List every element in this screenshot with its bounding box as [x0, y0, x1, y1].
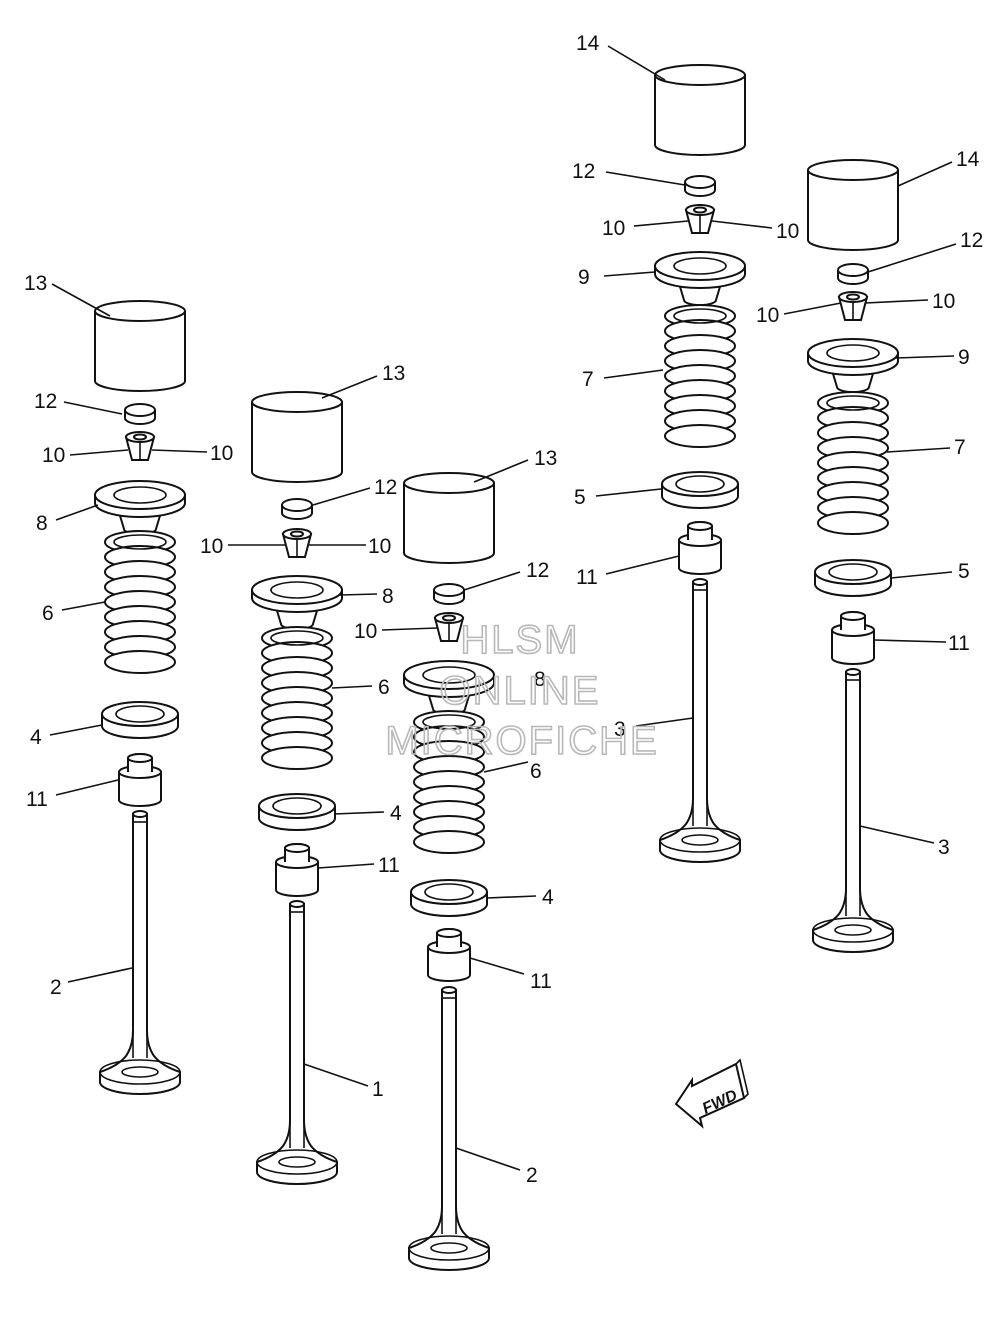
label-10: 10 — [932, 290, 955, 313]
column-1-exploded-view: 13 12 10 10 8 6 4 11 2 — [24, 272, 233, 1095]
spring-seat-4 — [258, 793, 336, 831]
label-8: 8 — [534, 668, 546, 691]
label-9: 9 — [958, 346, 970, 369]
label-11: 11 — [576, 566, 598, 589]
label-2: 2 — [50, 976, 62, 999]
spring-seat-4 — [101, 701, 179, 739]
label-12: 12 — [34, 390, 57, 413]
label-11: 11 — [378, 854, 400, 877]
valve-cotter-10 — [434, 612, 464, 642]
watermark-line-1: HLSM — [460, 618, 579, 662]
label-10: 10 — [210, 442, 233, 465]
oil-seal-11 — [275, 843, 319, 897]
label-5: 5 — [958, 560, 970, 583]
label-9: 9 — [578, 266, 590, 289]
label-5: 5 — [574, 486, 586, 509]
label-11: 11 — [530, 970, 552, 993]
valve-2 — [99, 810, 181, 1095]
label-13: 13 — [382, 362, 405, 385]
label-7: 7 — [582, 368, 594, 391]
label-8: 8 — [36, 512, 48, 535]
label-6: 6 — [530, 760, 542, 783]
label-14: 14 — [576, 32, 600, 55]
label-10: 10 — [354, 620, 377, 643]
label-8: 8 — [382, 585, 394, 608]
label-10: 10 — [776, 220, 799, 243]
label-6: 6 — [42, 602, 54, 625]
tappet-14 — [654, 64, 746, 156]
valve-cotter-10 — [838, 291, 868, 321]
label-10: 10 — [42, 444, 65, 467]
watermark-line-2: ONLINE — [440, 669, 601, 713]
oil-seal-11 — [427, 928, 471, 982]
label-4: 4 — [390, 802, 402, 825]
label-13: 13 — [24, 272, 47, 295]
forward-direction-badge: FWD — [674, 1058, 749, 1129]
valve-spring-6 — [261, 626, 333, 770]
oil-seal-11 — [118, 753, 162, 807]
spring-seat-4 — [410, 879, 488, 917]
valve-spring-7 — [664, 304, 736, 448]
watermark-line-3: MICROFICHE — [385, 719, 658, 763]
oil-seal-11 — [831, 611, 875, 665]
shim-12 — [281, 498, 313, 520]
label-2: 2 — [526, 1164, 538, 1187]
column-2-exploded-view: 13 12 10 10 8 6 4 11 1 — [200, 362, 405, 1185]
valve-2 — [408, 986, 490, 1271]
label-4: 4 — [30, 726, 42, 749]
label-10: 10 — [200, 535, 223, 558]
shim-12 — [124, 403, 156, 425]
label-3: 3 — [938, 836, 950, 859]
label-12: 12 — [572, 160, 595, 183]
label-13: 13 — [534, 447, 557, 470]
valve-spring-7 — [817, 391, 889, 535]
spring-retainer-9 — [807, 338, 899, 393]
column-3-exploded-view: 13 12 10 8 6 4 11 2 — [354, 447, 557, 1271]
label-10: 10 — [368, 535, 391, 558]
label-11: 11 — [26, 788, 48, 811]
label-10: 10 — [756, 304, 779, 327]
label-7: 7 — [954, 436, 966, 459]
column-5-exploded-view: 14 12 10 10 9 7 5 11 3 — [756, 148, 983, 953]
tappet-13 — [403, 472, 495, 564]
label-4: 4 — [542, 886, 554, 909]
valve-spring-6 — [104, 530, 176, 674]
shim-12 — [684, 175, 716, 197]
spring-retainer-9 — [654, 251, 746, 306]
valve-cotter-10 — [282, 528, 312, 558]
label-14: 14 — [956, 148, 980, 171]
spring-retainer-8 — [251, 575, 343, 630]
watermark: HLSM ONLINE MICROFICHE — [385, 617, 658, 764]
valve-3 — [812, 668, 894, 953]
column-4-exploded-view: 14 12 10 10 9 7 5 11 3 — [572, 32, 799, 863]
spring-seat-5 — [661, 471, 739, 509]
label-10: 10 — [602, 217, 625, 240]
label-1: 1 — [372, 1078, 384, 1101]
label-12: 12 — [374, 476, 397, 499]
valve-1 — [256, 900, 338, 1185]
spring-seat-5 — [814, 559, 892, 597]
label-12: 12 — [526, 559, 549, 582]
valve-cotter-10 — [125, 431, 155, 461]
label-12: 12 — [960, 229, 983, 252]
shim-12 — [837, 263, 869, 285]
tappet-13 — [251, 391, 343, 483]
shim-12 — [433, 583, 465, 605]
oil-seal-11 — [678, 521, 722, 575]
label-3: 3 — [614, 718, 626, 741]
spring-retainer-8 — [94, 480, 186, 535]
label-11: 11 — [948, 632, 970, 655]
tappet-14 — [807, 159, 899, 251]
label-6: 6 — [378, 676, 390, 699]
valve-cotter-10 — [685, 204, 715, 234]
